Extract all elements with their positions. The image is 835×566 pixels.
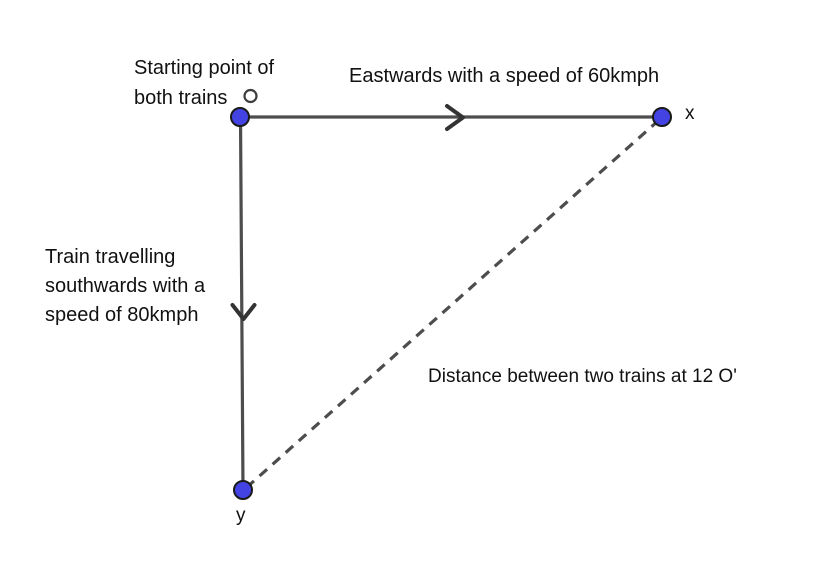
label-distance-between-trains: Distance between two trains at 12 O': [428, 366, 737, 387]
point-y: [233, 480, 253, 500]
label-southwards-speed: Train travelling southwards with a speed…: [45, 246, 206, 326]
east-arrowhead-icon: [445, 104, 465, 131]
point-origin: [230, 107, 250, 127]
origin-open-circle-marker: [243, 88, 258, 104]
label-point-y: y: [236, 505, 246, 526]
point-x: [652, 107, 672, 127]
distance-dashed-line: [244, 118, 661, 490]
label-point-x: x: [685, 103, 695, 124]
label-starting-point: Starting point of both trains: [134, 57, 275, 109]
label-eastwards-speed: Eastwards with a speed of 60kmph: [349, 65, 660, 87]
south-arrowhead-icon: [230, 303, 257, 321]
south-line: [238, 115, 245, 492]
